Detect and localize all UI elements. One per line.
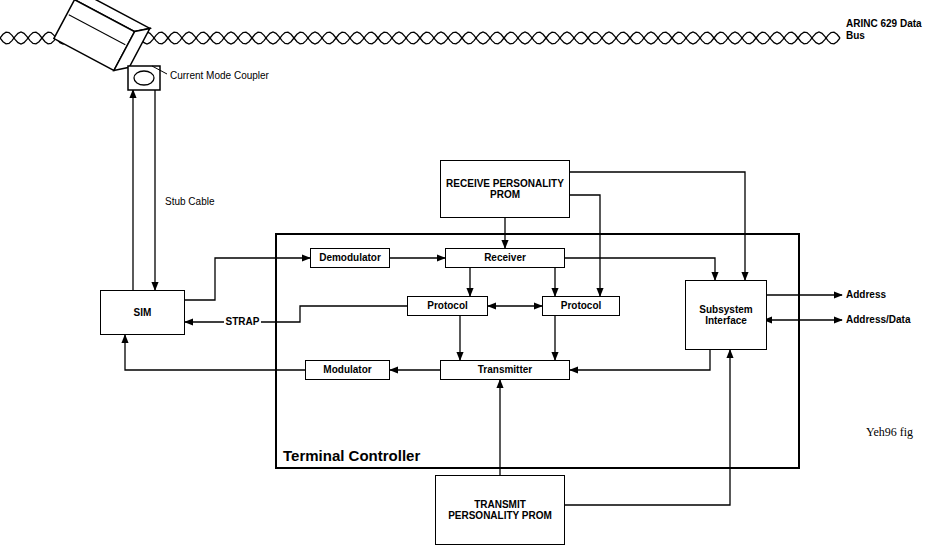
connector bbox=[185, 258, 310, 300]
connector bbox=[390, 257, 445, 258]
connector bbox=[488, 305, 542, 306]
connector bbox=[499, 380, 500, 475]
box-label: Transmitter bbox=[478, 364, 532, 376]
box-label: Protocol bbox=[561, 300, 602, 312]
prom-box: TRANSMIT PERSONALITY PROM bbox=[435, 475, 565, 545]
connector bbox=[554, 316, 555, 360]
cable-label: Stub Cable bbox=[165, 196, 214, 208]
box-label: Modulator bbox=[323, 364, 371, 376]
bus-label: ARINC 629 Data Bus bbox=[846, 18, 926, 41]
figure-source: Yeh96 fig bbox=[866, 426, 913, 440]
process-box: Modulator bbox=[305, 360, 390, 380]
signal-name: Address bbox=[846, 289, 886, 301]
interface-box: Subsystem Interface bbox=[685, 280, 767, 350]
connector bbox=[565, 350, 730, 505]
connector bbox=[154, 90, 155, 290]
box-label: Demodulator bbox=[319, 252, 381, 264]
process-box: Receiver bbox=[445, 248, 565, 268]
connector bbox=[132, 90, 133, 290]
current-mode-coupler: Current Mode Coupler bbox=[30, 0, 165, 90]
connector bbox=[565, 258, 715, 280]
box-label: Protocol bbox=[427, 300, 468, 312]
connector bbox=[554, 268, 555, 296]
address-data-line bbox=[764, 319, 842, 320]
connector bbox=[469, 268, 470, 296]
part-label: Current Mode Coupler bbox=[170, 70, 269, 82]
box-label: RECEIVE PERSONALITY PROM bbox=[441, 178, 569, 201]
process-box: Protocol bbox=[542, 296, 620, 316]
box-label: TRANSMIT PERSONALITY PROM bbox=[436, 499, 564, 522]
connector bbox=[570, 350, 710, 370]
connector bbox=[570, 172, 745, 280]
address-line bbox=[764, 294, 842, 295]
prom-box: RECEIVE PERSONALITY PROM bbox=[440, 160, 570, 218]
signal-name: STRAP bbox=[224, 316, 262, 328]
connector bbox=[125, 335, 305, 370]
process-box: Transmitter bbox=[440, 360, 570, 380]
connector bbox=[390, 369, 440, 370]
sim-box: SIM bbox=[100, 290, 185, 335]
box-label: Receiver bbox=[484, 252, 526, 264]
box-label: SIM bbox=[134, 307, 152, 319]
frame-title: Terminal Controller bbox=[283, 447, 420, 464]
connector bbox=[185, 306, 407, 322]
signal-name: Address/Data bbox=[846, 314, 910, 326]
box-label: Subsystem Interface bbox=[686, 304, 766, 327]
process-box: Demodulator bbox=[310, 248, 390, 268]
connector bbox=[459, 316, 460, 360]
process-box: Protocol bbox=[407, 296, 488, 316]
terminal-controller-frame: Terminal Controller Demodulator ReceiverPr… bbox=[275, 233, 800, 469]
coupler-drawing bbox=[30, 0, 165, 90]
connector bbox=[570, 195, 600, 296]
